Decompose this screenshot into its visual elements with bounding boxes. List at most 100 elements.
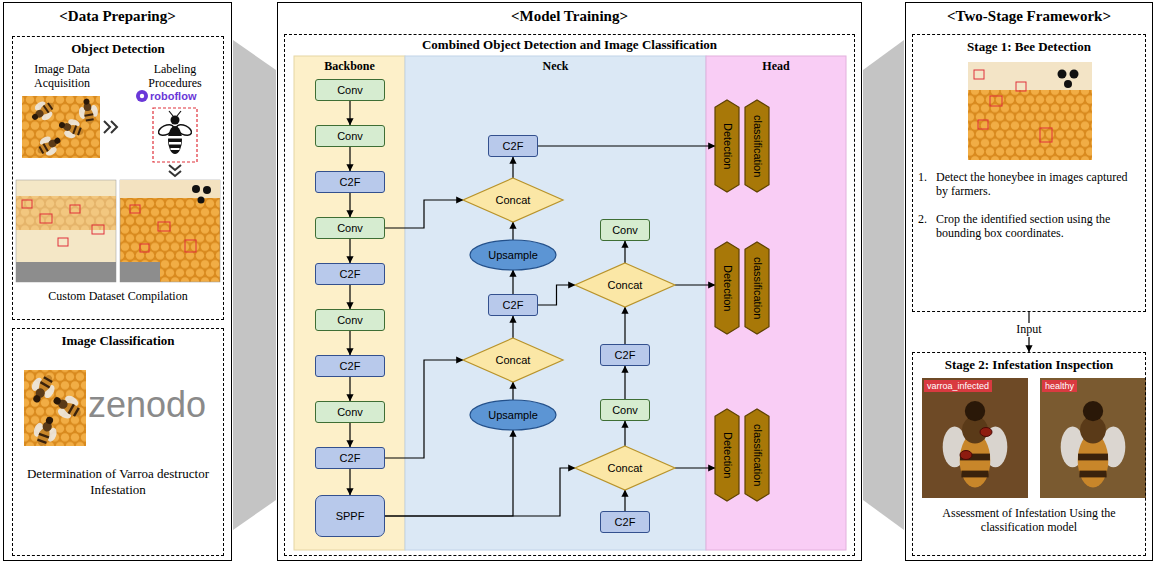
detection-photo [968,62,1092,160]
flow-arrow [385,468,575,516]
band-label: Neck [407,60,704,74]
hive-photo [56,115,86,142]
step-box: Object DetectionImage Data AcquisitionLa… [12,36,224,320]
layer-box: SPPF [315,495,385,537]
dataset-sample [16,180,116,282]
model-band-fill [294,56,846,550]
flow-arrow [385,200,463,228]
flow-arrow [624,421,625,446]
dataset-sample [16,262,116,282]
model-band-fill [405,56,706,550]
layer-label: C2F [503,141,524,152]
model-band-fill [706,56,846,550]
hex-shape [745,242,769,334]
concat-diamond: Concat [463,338,563,382]
stage-panel: Stage 1: Bee Detection1.Detect the honey… [905,2,1153,561]
layer-label: C2F [615,350,636,361]
panel-link [233,40,276,530]
dataset-sample [120,180,220,198]
layer-label: Detection [722,123,733,169]
dataset-sample [203,186,211,194]
layer-label: Concat [608,280,643,291]
flow-arrow [349,423,350,447]
dataset-sample [120,180,220,282]
layer-label: Conv [337,223,363,234]
flow-arrow [349,377,350,401]
flow-arrow [538,145,715,146]
layer-box: C2F [315,171,385,193]
list-text: Detect the honeybee in images captured b… [936,170,1140,199]
edge-label: Input [1013,323,1044,337]
hive-photo [22,96,100,158]
layer-box: Conv [600,219,650,241]
diamond-shape [575,446,675,490]
flow-arrow [512,382,513,400]
flow-arrow [349,239,350,263]
infected-bee-photo [922,378,1028,498]
flow-arrow [385,430,513,516]
logo-text: zenodo [88,384,206,426]
backbone-band: ConvConvC2FConvC2FConvC2FConvC2FSPPFBack… [294,56,405,550]
flow-arrow [349,331,350,355]
class-tag: healthy [1042,380,1077,392]
layer-label: C2F [340,453,361,464]
step-text: Determination of Varroa destructor Infes… [20,466,216,497]
classification-head: classification [745,409,769,501]
bee-icon [157,111,193,154]
detection-photo [978,120,988,129]
layer-label: Detection [722,432,733,478]
dataset-sample [158,222,170,231]
flow-chevron [104,121,181,176]
diamond-shape [463,178,563,222]
flow-arrow [385,360,463,458]
step-box: Stage 1: Bee Detection1.Detect the honey… [912,34,1146,312]
model-box: ConvConvC2FConvC2FConvC2FConvC2FSPPFBack… [284,34,855,556]
healthy-bee-photo [1040,378,1146,498]
layer-label: Conv [612,225,638,236]
layer-label: Conv [337,131,363,142]
panel-heading: <Two-Stage Framework> [907,8,1151,25]
flow-chevron [169,165,181,176]
flow-arrow [675,284,715,285]
layer-label: Concat [496,355,531,366]
stage-panel: ConvConvC2FConvC2FConvC2FConvC2FSPPFBack… [277,2,862,561]
flow-arrow [624,366,625,399]
layer-label: C2F [340,177,361,188]
hex-shape [745,100,769,192]
layer-box: Conv [315,401,385,423]
layer-label: classification [752,257,763,319]
diamond-shape [575,263,675,307]
detection-photo [968,62,1092,90]
healthy-bee-photo [1040,378,1146,498]
ellipse-shape [470,240,556,270]
layer-label: classification [752,424,763,486]
layer-label: Concat [496,195,531,206]
bee-icon [171,116,180,125]
detection-head: Detection [715,100,739,192]
layer-label: Detection [722,265,733,311]
layer-box: Conv [600,399,650,421]
detection-photo [1040,128,1052,142]
box-title: Stage 2: Infestation Inspection [914,358,1144,373]
layer-label: Conv [337,407,363,418]
bee-icon [153,108,197,162]
bee-icon [171,148,180,150]
box-title: Object Detection [14,42,222,57]
hex-shape [715,242,739,334]
dataset-sample [185,240,196,252]
dataset-sample [40,214,52,223]
step-text: Custom Dataset Compilation [14,289,222,303]
flow-arrow [512,316,513,338]
flow-arrow [624,307,625,344]
list-text: Crop the identified section using the bo… [936,212,1140,241]
logo-text: roboflow [150,90,196,102]
bee-icon [153,108,197,162]
roboflow-logo [136,90,148,102]
roboflow-logo [140,94,144,98]
infected-bee-photo [943,401,1008,488]
flow-arrow [349,101,350,125]
detection-photo [968,62,1092,160]
layer-box: Conv [315,125,385,147]
hive-photo [27,96,59,126]
